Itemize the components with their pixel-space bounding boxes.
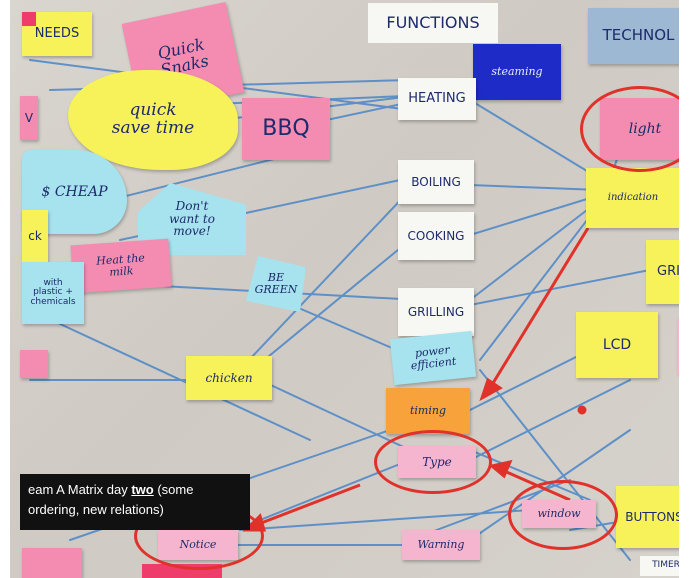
note-red-corner [22,12,36,26]
marker-dot [577,405,587,415]
string-line [229,189,411,381]
note-ck: ck [22,210,48,262]
caption-line-2: ordering, new relations) [28,502,164,517]
note-heating: HEATING [398,78,476,120]
note-with-plastic: with plastic + chemicals [22,262,84,324]
note-boiling: BOILING [398,160,474,204]
note-buttons: BUTTONS [616,486,679,548]
caption-line-1: eam A Matrix day two (some [28,482,194,497]
note-grilling: GRILLING [398,288,474,336]
string-line [259,379,411,451]
string-line [469,199,601,301]
note-power-efficient: power efficient [389,330,477,386]
marker-arrow [488,227,590,389]
note-pink-edge [20,350,48,378]
marker-arrowhead [488,459,513,479]
note-heat-the-milk: Heat the milk [70,238,172,294]
marker-arrowhead [479,377,503,402]
marker-circle-type [374,430,492,494]
string-line [469,379,631,461]
note-chicken: chicken [186,356,272,400]
note-technology: TECHNOL [588,8,679,64]
note-indication: indication [586,168,679,228]
note-functions: FUNCTIONS [368,3,498,43]
photo-caption: eam A Matrix day two (some ordering, new… [20,474,250,530]
string-line [469,194,601,236]
note-lcd: LCD [576,312,658,378]
note-v: V [20,96,38,140]
string-network [29,59,651,561]
note-timer: TIMER [640,556,679,576]
note-yellow-right [684,400,689,446]
marker-circle-light [580,86,679,172]
note-timing: timing [386,388,470,434]
note-pink-bottom-left [22,548,82,578]
note-bbq: BBQ [242,98,330,160]
string-line [29,309,311,441]
marker-arrow [255,483,361,527]
note-quick-save-time: quick save time [68,70,238,170]
string-line [469,269,651,306]
note-steaming: steaming [473,44,561,100]
note-cooking: COOKING [398,212,474,260]
note-gri: GRI [646,240,679,304]
note-warning: Warning [402,530,480,560]
string-line [469,184,601,191]
note-be-green: BE GREEN [246,256,306,312]
marker-circle-window [508,480,618,550]
note-pink-right [678,318,679,374]
